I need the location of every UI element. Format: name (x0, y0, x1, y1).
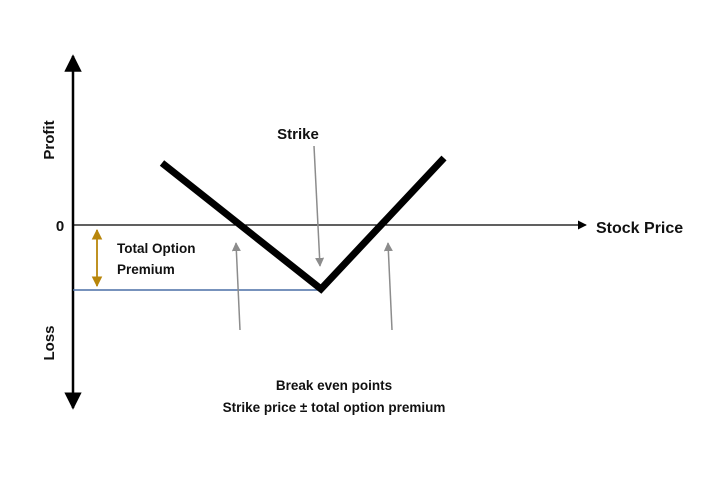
breakeven-label-line1: Break even points (276, 378, 392, 393)
y-axis-loss-label: Loss (41, 325, 58, 360)
payoff-line (159, 155, 447, 294)
strike-label: Strike (277, 126, 319, 143)
breakeven-right-pointer-arrow (383, 242, 393, 331)
breakeven-label-line2: Strike price ± total option premium (223, 400, 446, 415)
zero-label: 0 (56, 218, 64, 235)
x-axis-label: Stock Price (596, 220, 683, 237)
y-axis-profit-label: Profit (41, 120, 58, 159)
breakeven-left-pointer-arrow (231, 242, 241, 331)
premium-label-line2: Premium (117, 262, 175, 277)
premium-label-line1: Total Option (117, 241, 195, 256)
strike-pointer-arrow (313, 145, 325, 267)
